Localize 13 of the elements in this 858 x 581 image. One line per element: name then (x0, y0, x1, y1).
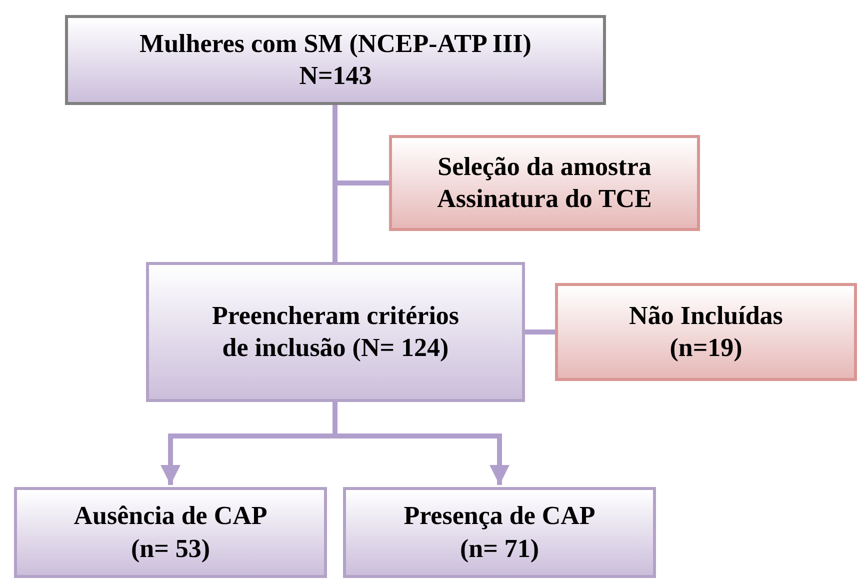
process-box (14, 487, 327, 578)
box-text: Ausência de CAP (n= 53) (72, 500, 268, 564)
box-text: Mulheres com SM (NCEP-ATP III) N=143 (138, 28, 532, 92)
title-box (65, 15, 606, 105)
connector-line (525, 330, 555, 334)
note-box (389, 135, 700, 231)
box-text: Preencheram critérios de inclusão (N= 124) (210, 300, 460, 364)
process-box (146, 262, 525, 402)
box-text: Seleção da amostra Assinatura do TCE (436, 150, 653, 215)
process-box (343, 487, 656, 578)
box-text: Presença de CAP (n= 71) (402, 500, 596, 564)
note-box (555, 283, 857, 381)
box-text: Não Incluídas (n=19) (628, 300, 784, 364)
